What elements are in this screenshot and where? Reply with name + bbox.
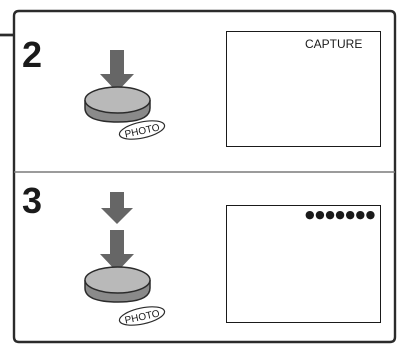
step-3-photo-button-illustration: PHOTO [84, 192, 166, 327]
down-arrow-icon-lower [100, 230, 134, 272]
step-number-2: 2 [22, 34, 43, 75]
photo-button-top [84, 86, 151, 114]
photo-button-top [84, 266, 151, 294]
down-arrow-icon [100, 50, 134, 92]
lcd-progress-dots: ●●●●●●● [305, 208, 376, 221]
lcd-screen-step-3: ●●●●●●● [226, 205, 381, 323]
step-2-photo-button-illustration: PHOTO [84, 50, 166, 141]
frame-border [0, 9, 397, 344]
lcd-capture-text: CAPTURE [305, 37, 363, 51]
down-arrow-icon-upper [101, 192, 133, 224]
photo-label-badge [118, 120, 166, 140]
photo-label-badge [118, 306, 166, 326]
lcd-screen-step-2: CAPTURE [226, 31, 381, 147]
step-number-3: 3 [22, 180, 43, 221]
